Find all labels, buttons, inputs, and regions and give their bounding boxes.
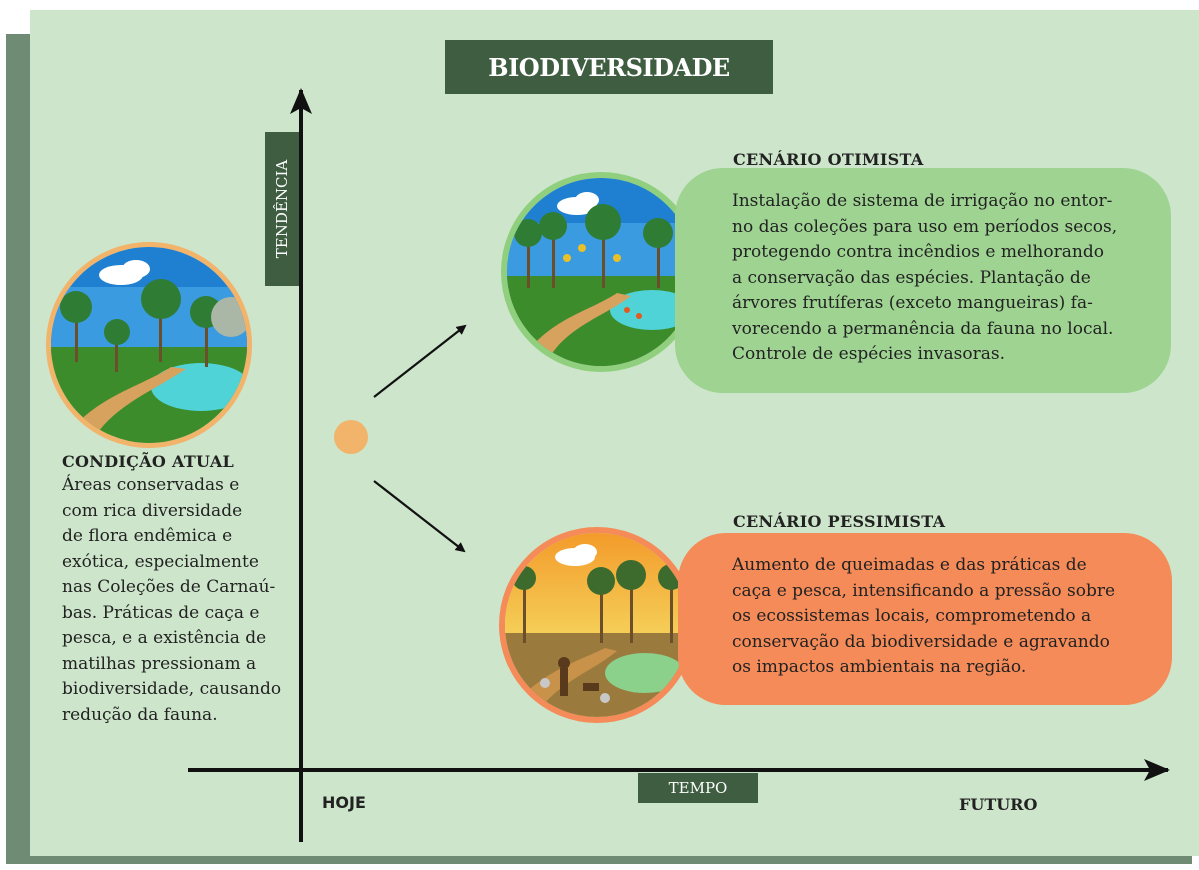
current-line: pesca, e a existência de — [62, 628, 267, 648]
optimistic-line: protegendo contra incêndios e melhorando — [732, 242, 1104, 262]
optimistic-line: Instalação de sistema de irrigação no en… — [732, 191, 1113, 211]
current-line: biodiversidade, causando — [62, 679, 282, 699]
current-condition-text: Áreas conservadas e com rica diversidade… — [62, 473, 302, 728]
optimistic-line: árvores frutíferas (exceto mangueiras) f… — [732, 293, 1093, 313]
diagram-title: BIODIVERSIDADE — [445, 40, 773, 94]
current-line: de flora endêmica e — [62, 526, 233, 546]
current-condition-heading: CONDIÇÃO ATUAL — [62, 452, 235, 471]
pessimistic-line: conservação da biodiversidade e agravand… — [732, 631, 1110, 652]
x-axis-label: TEMPO — [638, 773, 758, 803]
optimistic-bubble: Instalação de sistema de irrigação no en… — [675, 168, 1171, 393]
current-line: nas Coleções de Carnaú- — [62, 577, 276, 597]
optimistic-text: Instalação de sistema de irrigação no en… — [732, 189, 1117, 368]
y-axis-label-box: TENDÊNCIA — [265, 132, 299, 286]
pessimistic-line: Aumento de queimadas e das práticas de — [732, 555, 1087, 575]
optimistic-landscape-illustration — [501, 172, 701, 372]
x-axis-start-label: HOJE — [322, 793, 366, 812]
arrow-to-optimistic — [373, 324, 467, 398]
pessimistic-landscape-illustration — [499, 527, 695, 723]
pessimistic-line: os ecossistemas locais, comprometendo a — [732, 606, 1092, 626]
optimistic-line: Controle de espécies invasoras. — [732, 344, 1005, 364]
current-line: exótica, especialmente — [62, 551, 259, 572]
optimistic-heading: CENÁRIO OTIMISTA — [733, 150, 924, 169]
current-line: bas. Práticas de caça e — [62, 602, 260, 623]
current-landscape-illustration — [46, 242, 252, 448]
current-line: matilhas pressionam a — [62, 653, 257, 674]
optimistic-line: no das coleções para uso em períodos sec… — [732, 216, 1118, 237]
y-axis-label: TENDÊNCIA — [273, 159, 291, 259]
pessimistic-bubble: Aumento de queimadas e das práticas de c… — [678, 533, 1172, 705]
pessimistic-line: os impactos ambientais na região. — [732, 657, 1027, 677]
arrow-to-pessimistic — [373, 480, 466, 553]
optimistic-line: a conservação das espécies. Plantação de — [732, 267, 1091, 288]
current-line: com rica diversidade — [62, 500, 243, 521]
optimistic-line: vorecendo a permanência da fauna no loca… — [732, 318, 1114, 339]
pessimistic-heading: CENÁRIO PESSIMISTA — [733, 512, 946, 531]
current-line: Áreas conservadas e — [62, 475, 240, 495]
current-line: redução da fauna. — [62, 704, 218, 725]
x-axis-end-label: FUTURO — [959, 795, 1038, 814]
present-point — [334, 420, 368, 454]
pessimistic-line: caça e pesca, intensificando a pressão s… — [732, 580, 1116, 601]
pessimistic-text: Aumento de queimadas e das práticas de c… — [732, 553, 1115, 681]
